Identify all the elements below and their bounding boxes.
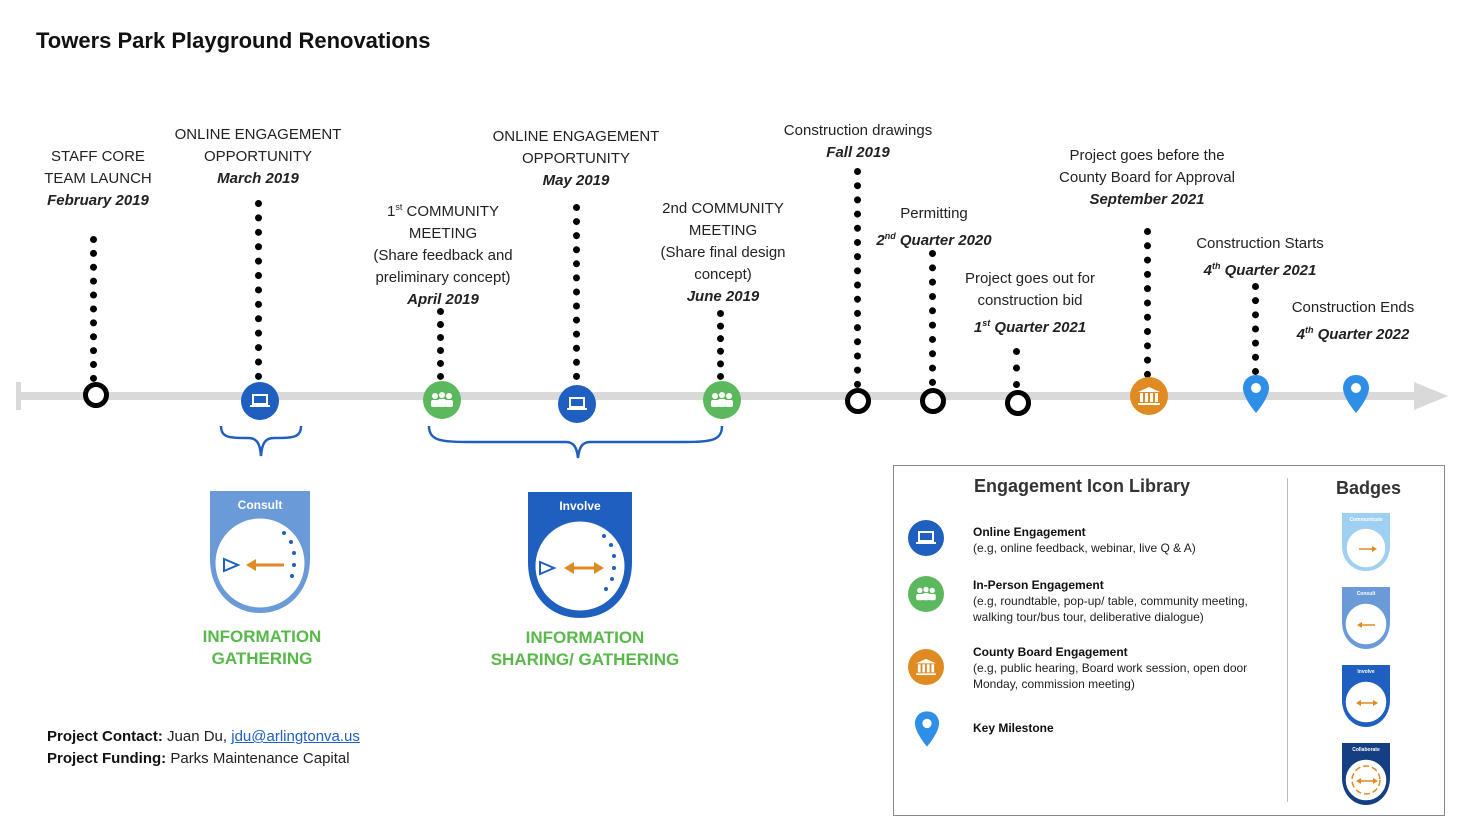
involve-badge-label: Involve [559, 499, 601, 513]
in-person-engagement-icon [703, 381, 741, 419]
engagement-icon-library: Engagement Icon Library Badges Online En… [893, 465, 1445, 816]
milestone-stem [717, 310, 731, 380]
milestone-stem [573, 204, 587, 380]
key-milestone-icon [1243, 375, 1269, 413]
project-contact: Project Contact: Juan Du, jdu@arlingtonv… [47, 728, 360, 767]
svg-text:Communicate: Communicate [1349, 517, 1382, 523]
county-board-engagement-icon [908, 649, 944, 685]
milestone-label: Construction drawings Fall 2019 [783, 122, 933, 161]
legend-title: Engagement Icon Library [974, 476, 1191, 496]
legend-item: County Board Engagement(e.g, public hear… [973, 645, 1248, 691]
milestone-dot [1005, 390, 1031, 416]
milestone-label: Permitting 2nd Quarter 2020 [876, 205, 992, 249]
consult-badge: Consult [210, 491, 310, 613]
milestone-label: Construction Ends 4th Quarter 2022 [1291, 299, 1415, 343]
milestone-stem [1252, 283, 1266, 375]
online-engagement-icon [241, 382, 279, 420]
involve-badge: Involve [1342, 665, 1390, 727]
legend-divider [1287, 478, 1288, 802]
page-title: Towers Park Playground Renovations [36, 28, 431, 53]
phase-label: INFORMATION GATHERING [202, 627, 322, 668]
communicate-badge: Communicate [1342, 513, 1390, 571]
milestone-stem [90, 236, 104, 382]
in-person-engagement-icon [423, 381, 461, 419]
county-board-engagement-icon [1130, 377, 1168, 415]
milestone-stem [1144, 228, 1158, 378]
contact-email-link[interactable]: jdu@arlingtonva.us [231, 728, 360, 745]
milestone-label: ONLINE ENGAGEMENT OPPORTUNITY March 2019 [174, 126, 342, 187]
milestone-label: ONLINE ENGAGEMENT OPPORTUNITY May 2019 [492, 128, 660, 189]
legend-item: In-Person Engagement(e.g, roundtable, po… [973, 578, 1248, 624]
key-milestone-icon [914, 711, 940, 747]
milestone-stem [255, 200, 269, 380]
milestone-stem [929, 250, 943, 386]
online-engagement-icon [908, 520, 944, 556]
milestone-label: Project goes before the County Board for… [1059, 147, 1235, 208]
milestone-label: 1st COMMUNITY MEETING (Share feedback an… [373, 202, 513, 308]
milestone-stem [1013, 348, 1027, 388]
svg-text:Consult: Consult [1357, 591, 1376, 597]
milestone-label: 2nd COMMUNITY MEETING (Share final desig… [660, 200, 786, 305]
collaborate-badge: Collaborate [1342, 743, 1390, 805]
phase-brace [219, 425, 303, 457]
involve-badge: Involve [528, 492, 632, 618]
milestone-stem [437, 308, 451, 380]
milestone-label: Project goes out for construction bid 1s… [964, 270, 1096, 336]
badges-title: Badges [1336, 478, 1402, 498]
milestone-label: Construction Starts 4th Quarter 2021 [1196, 235, 1324, 279]
svg-text:Involve: Involve [1357, 669, 1374, 675]
svg-text:Collaborate: Collaborate [1352, 747, 1380, 753]
phase-brace [427, 425, 724, 459]
milestone-dot [920, 388, 946, 414]
phase-label: INFORMATION SHARING/ GATHERING [490, 628, 680, 669]
in-person-engagement-icon [908, 576, 944, 612]
consult-badge-label: Consult [238, 498, 283, 512]
milestone-stem [854, 168, 868, 388]
online-engagement-icon [558, 385, 596, 423]
legend-item: Key Milestone [973, 721, 1054, 735]
key-milestone-icon [1343, 375, 1369, 413]
consult-badge: Consult [1342, 587, 1390, 649]
milestone-dot [845, 388, 871, 414]
milestone-dot [83, 382, 109, 408]
milestone-label: STAFF CORE TEAM LAUNCH February 2019 [44, 148, 152, 209]
legend-item: Online Engagement(e.g, online feedback, … [973, 525, 1196, 555]
